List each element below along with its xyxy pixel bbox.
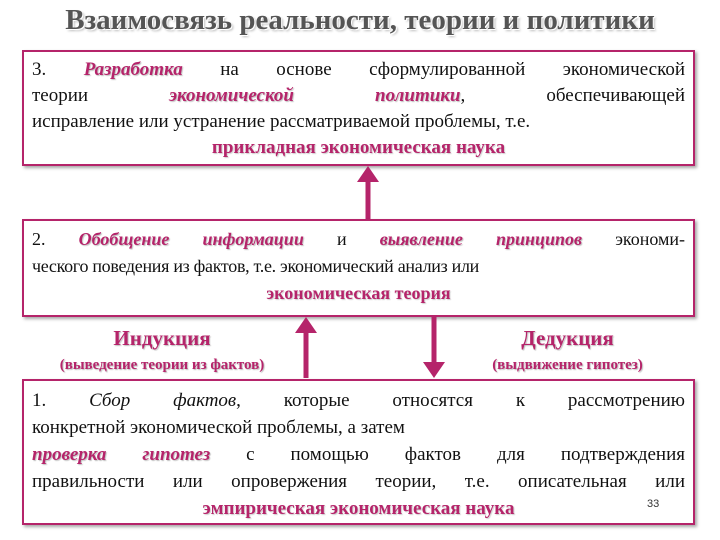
box1-number: 1. <box>32 390 47 411</box>
box1-line2: конкретной экономической проблемы, а зат… <box>32 417 405 438</box>
arrow-down-deduction <box>423 317 445 378</box>
box2-emphasis-generalization: Обобщение информации <box>78 229 304 249</box>
arrow-up-induction <box>295 317 317 378</box>
deduction-title: Дедукция <box>521 326 614 350</box>
page-number: 33 <box>647 498 660 510</box>
box3-line2: теории экономической политики, обеспечив… <box>32 83 685 109</box>
box2-emphasis-principles: выявление принципов <box>379 229 583 249</box>
box3-emphasis-development: Разработка <box>83 59 183 80</box>
induction-title: Индукция <box>113 326 211 350</box>
box1-line4: правильности или опровержения теории, т.… <box>32 471 685 492</box>
box3-line3: исправление или устранение рассматриваем… <box>32 111 531 132</box>
box-empirical-science: 1. Сбор фактов, которые относятся к расс… <box>22 379 695 525</box>
box3-text-2a: теории <box>32 85 89 106</box>
box3-number: 3. <box>32 59 47 80</box>
box2-line2: ческого поведения из фактов, т.е. эконом… <box>32 256 479 276</box>
box3-line1: 3. Разработка на основе сформулированной… <box>32 57 685 83</box>
induction-subtitle: (выведение теории из фактов) <box>59 357 265 373</box>
box2-conclusion: экономическая теория <box>266 283 451 303</box>
box1-text-1: , которые относятся к рассмотрению <box>236 390 685 411</box>
box1-emphasis-facts: Сбор фактов <box>89 390 237 411</box>
box3-text-1: на основе сформулированной экономической <box>220 59 686 80</box>
box1-line1: 1. Сбор фактов, которые относятся к расс… <box>32 387 685 414</box>
box1-text-3: с помощью фактов для подтверждения <box>246 444 686 465</box>
box-applied-science: 3. Разработка на основе сформулированной… <box>22 50 695 166</box>
box2-line1: 2. Обобщение информации и выявление прин… <box>32 226 685 253</box>
box1-emphasis-hypotheses: проверка гипотез <box>32 444 211 465</box>
box2-number: 2. <box>32 229 46 249</box>
box2-and: и <box>336 229 347 249</box>
box-economic-theory: 2. Обобщение информации и выявление прин… <box>22 219 695 317</box>
box3-conclusion: прикладная экономическая наука <box>211 137 506 158</box>
box3-emphasis-economic: экономической <box>169 85 294 106</box>
slide-title: Взаимосвязь реальности, теории и политик… <box>65 4 655 36</box>
arrow-up-to-policy <box>357 166 379 219</box>
box3-text-2b: , обеспечивающей <box>460 85 686 106</box>
box1-conclusion: эмпирическая экономическая наука <box>202 498 515 519</box>
box3-emphasis-policy: политики <box>375 85 461 106</box>
deduction-subtitle: (выдвижение гипотез) <box>492 357 643 373</box>
box1-line3: проверка гипотез с помощью фактов для по… <box>32 441 685 468</box>
induction-label: Индукция (выведение теории из фактов) <box>22 324 302 376</box>
deduction-label: Дедукция (выдвижение гипотез) <box>450 324 685 376</box>
box2-text-1: экономи- <box>615 229 686 249</box>
